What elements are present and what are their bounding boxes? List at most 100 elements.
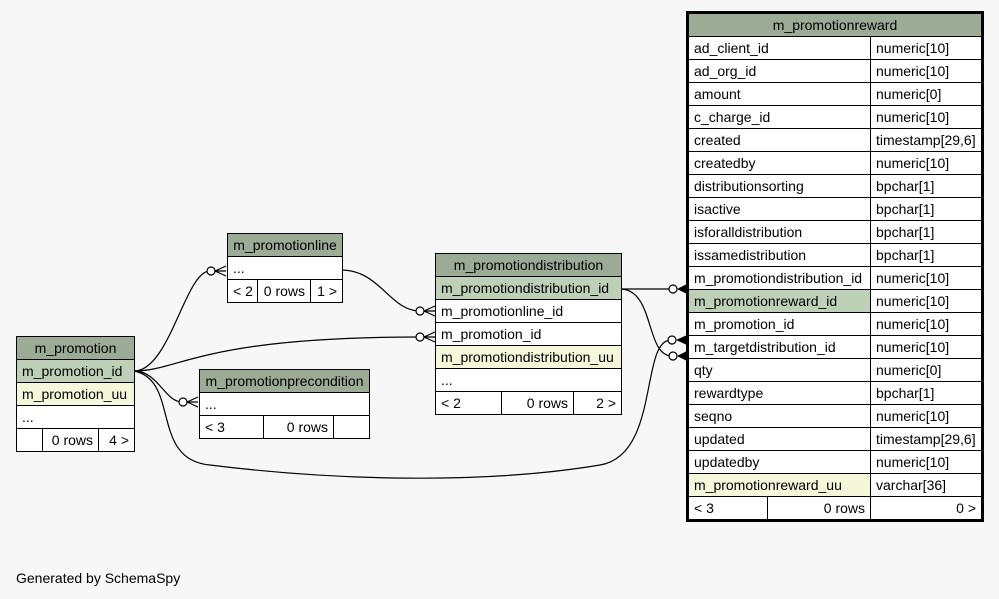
column-name: ad_client_id <box>687 36 871 60</box>
children-count: 2 > <box>573 391 622 415</box>
optional-marker <box>667 335 677 345</box>
crowfoot-marker <box>423 305 436 317</box>
column-name: isactive <box>687 197 871 221</box>
ellipsis-row: ... <box>435 368 622 392</box>
column-row[interactable]: m_promotion_id <box>15 359 136 383</box>
row-count: 0 rows <box>42 428 99 452</box>
children-count: 1 > <box>309 279 344 303</box>
table-title[interactable]: m_promotion <box>15 336 136 360</box>
column-type: bpchar[1] <box>869 381 984 405</box>
row-count: 0 rows <box>501 391 574 415</box>
edge-promotion-promotionline <box>133 270 211 372</box>
edge-promotion-distribution <box>133 336 421 372</box>
column-row[interactable]: m_promotiondistribution_id <box>435 276 622 300</box>
arrow-marker <box>677 351 687 361</box>
edge-promotion-precondition <box>133 370 183 403</box>
column-row[interactable]: m_promotionline_id <box>435 299 622 323</box>
ellipsis-row: ... <box>226 256 344 280</box>
table-m-promotionline[interactable]: m_promotionline ... < 2 0 rows 1 > <box>226 233 344 303</box>
column-name: rewardtype <box>687 381 871 405</box>
edge-distribution-reward-target <box>619 288 673 357</box>
column-name: issamedistribution <box>687 243 871 267</box>
table-m-promotionprecondition[interactable]: m_promotionprecondition ... < 3 0 rows <box>199 369 370 439</box>
column-row[interactable]: m_promotiondistribution_uu <box>435 345 622 369</box>
column-name: qty <box>687 358 871 382</box>
parents-count: < 3 <box>687 496 768 521</box>
column-name: seqno <box>687 404 871 428</box>
column-type: numeric[0] <box>869 358 984 382</box>
table-title[interactable]: m_promotionreward <box>686 12 984 37</box>
column-name: created <box>687 128 871 152</box>
column-type: numeric[10] <box>869 105 984 129</box>
optional-marker <box>178 397 188 407</box>
table-title[interactable]: m_promotionprecondition <box>199 369 370 393</box>
column-name: m_promotionreward_id <box>687 289 871 313</box>
table-title[interactable]: m_promotionline <box>226 233 344 257</box>
optional-marker <box>668 351 678 361</box>
parents-count: < 3 <box>199 415 264 439</box>
optional-marker <box>206 266 216 276</box>
column-type: numeric[10] <box>869 312 984 336</box>
column-type: bpchar[1] <box>869 220 984 244</box>
children-count: 4 > <box>97 428 136 452</box>
column-row[interactable]: m_promotion_uu <box>15 382 136 406</box>
crowfoot-marker <box>186 396 199 408</box>
column-name: c_charge_id <box>687 105 871 129</box>
column-type: numeric[10] <box>869 36 984 60</box>
edge-promotion-reward <box>133 339 672 479</box>
generated-by-footer: Generated by SchemaSpy <box>16 570 181 586</box>
table-m-promotion[interactable]: m_promotion m_promotion_id m_promotion_u… <box>15 336 136 452</box>
parents-count: < 2 <box>227 279 258 303</box>
column-type: numeric[10] <box>869 289 984 313</box>
children-count: 0 > <box>869 496 984 521</box>
column-type: numeric[10] <box>869 450 984 474</box>
column-type: numeric[0] <box>869 82 984 106</box>
column-type: bpchar[1] <box>869 197 984 221</box>
column-type: timestamp[29,6] <box>869 128 984 152</box>
column-name: amount <box>687 82 871 106</box>
column-row[interactable]: m_promotion_id <box>435 322 622 346</box>
column-type: bpchar[1] <box>869 243 984 267</box>
column-name: isforalldistribution <box>687 220 871 244</box>
column-name: createdby <box>687 151 871 175</box>
table-title[interactable]: m_promotiondistribution <box>435 253 622 277</box>
column-type: numeric[10] <box>869 59 984 83</box>
ellipsis-row: ... <box>15 405 136 429</box>
column-type: numeric[10] <box>869 404 984 428</box>
column-type: varchar[36] <box>869 473 984 497</box>
column-type: bpchar[1] <box>869 174 984 198</box>
optional-marker <box>415 306 425 316</box>
ellipsis-row: ... <box>199 392 370 416</box>
parents-count <box>16 428 43 452</box>
column-name: distributionsorting <box>687 174 871 198</box>
arrow-marker <box>676 335 687 345</box>
column-name: m_targetdistribution_id <box>687 335 871 359</box>
column-type: numeric[10] <box>869 335 984 359</box>
row-count: 0 rows <box>257 279 311 303</box>
parents-count: < 2 <box>435 391 502 415</box>
table-m-promotiondistribution[interactable]: m_promotiondistribution m_promotiondistr… <box>435 253 622 415</box>
column-name: updatedby <box>687 450 871 474</box>
